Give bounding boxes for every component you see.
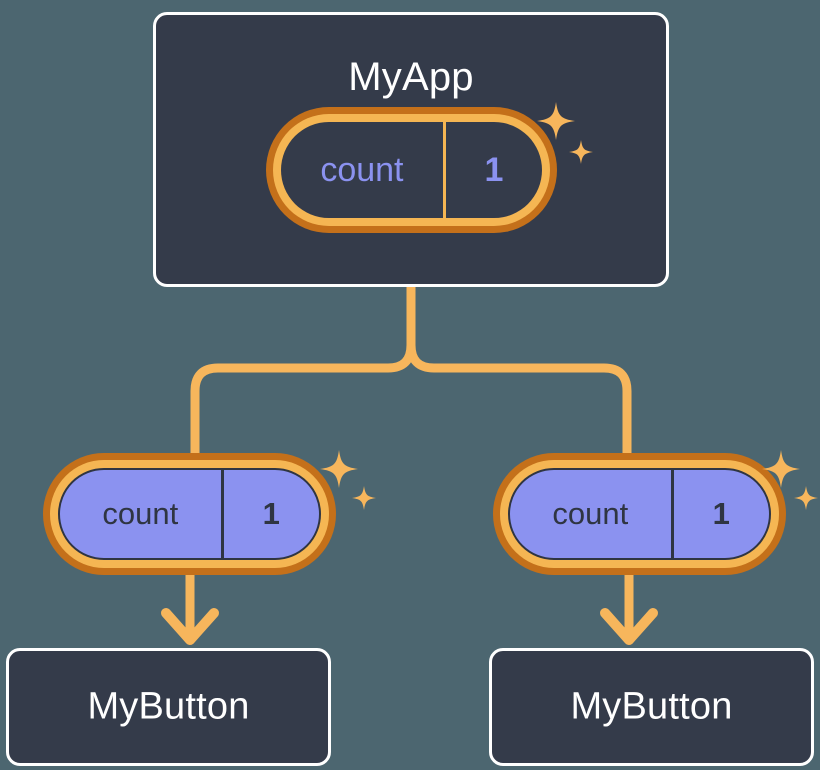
state-pill-body: count 1 — [281, 122, 542, 218]
node-mybutton-right[interactable]: MyButton — [489, 648, 814, 766]
mybutton-right-label: MyButton — [570, 685, 733, 728]
state-pill-value: 1 — [670, 470, 769, 558]
state-pill-body: count 1 — [58, 468, 321, 560]
state-pill-myapp[interactable]: count 1 — [266, 107, 557, 233]
state-pill-inner-ring: count 1 — [273, 114, 550, 226]
state-pill-inner-ring: count 1 — [500, 460, 779, 568]
state-pill-value: 1 — [220, 470, 319, 558]
state-pill-value: 1 — [442, 122, 542, 218]
state-pill-key: count — [320, 150, 404, 189]
mybutton-left-label: MyButton — [87, 685, 250, 728]
sparkle-small-icon — [352, 486, 376, 510]
state-pill-child-right[interactable]: count 1 — [493, 453, 786, 575]
myapp-title: MyApp — [348, 55, 474, 99]
state-pill-body: count 1 — [508, 468, 771, 560]
arrow-head-right-icon — [600, 608, 658, 645]
state-pill-key: count — [552, 496, 629, 531]
state-pill-inner-ring: count 1 — [50, 460, 329, 568]
state-pill-child-left[interactable]: count 1 — [43, 453, 336, 575]
sparkle-small-icon — [794, 486, 818, 510]
node-mybutton-left[interactable]: MyButton — [6, 648, 331, 766]
connector-fork-root-to-children — [190, 282, 632, 460]
arrow-head-left-icon — [161, 608, 219, 645]
state-pill-key: count — [102, 496, 179, 531]
